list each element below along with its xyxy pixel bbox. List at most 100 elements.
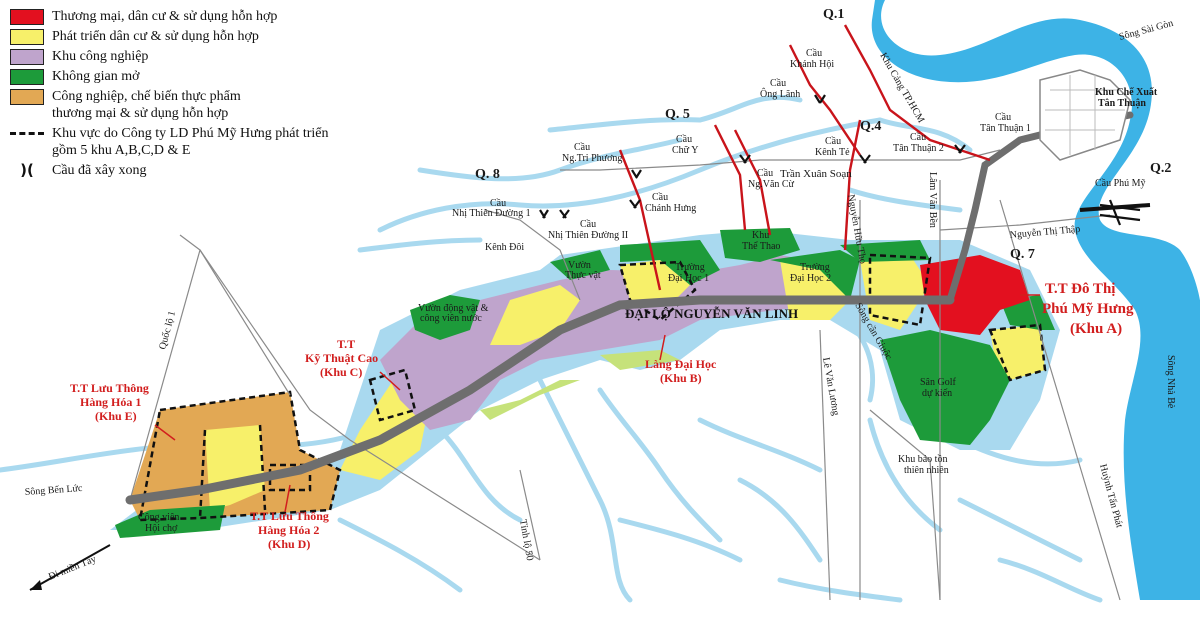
bridge-tan-thuan-1-a: Cầu — [995, 112, 1011, 123]
zone-park-west — [115, 505, 225, 538]
phu-my-bridge — [1079, 203, 1151, 212]
bridge-khanh-hoi-2: Khánh Hội — [790, 59, 834, 70]
bridge-khanh-hoi-1: Cầu — [806, 48, 822, 59]
svg-text:(Khu E): (Khu E) — [95, 409, 137, 423]
district-q2: Q.2 — [1150, 161, 1171, 176]
label-cong-vien-1: Công viên — [138, 512, 179, 523]
label-khu-che-xuat-2: Tân Thuận — [1098, 98, 1146, 109]
label-vuon-dong-vat-1: Vườn động vật & — [418, 303, 489, 314]
legend-swatch-yellow — [10, 29, 44, 45]
label-kenh-doi: Kênh Đôi — [485, 242, 524, 253]
label-truong-dh1-2: Đại Học 1 — [668, 273, 709, 284]
label-khu-the-thao-2: Thể Thao — [742, 241, 780, 252]
bridge-nvc-1: Cầu — [757, 168, 773, 179]
label-nguyen-thi-thap: Nguyễn Thị Thập — [1009, 224, 1080, 241]
bridge-ntd2-1: Cầu — [580, 219, 596, 230]
district-q8: Q. 8 — [475, 167, 500, 182]
svg-text:(Khu A): (Khu A) — [1070, 321, 1122, 337]
legend-swatch-red — [10, 9, 44, 25]
label-san-golf-1: Sân Golf — [920, 377, 957, 388]
svg-text:Phú Mỹ Hưng: Phú Mỹ Hưng — [1042, 301, 1134, 317]
label-song-nha-be: Sông Nhà Bè — [1165, 355, 1176, 409]
label-song-ben-luc: Sông Bến Lức — [24, 483, 83, 498]
zone-open-space — [410, 295, 480, 340]
district-q1: Q.1 — [823, 7, 844, 22]
zone-commercial — [920, 255, 1030, 335]
saigon-river — [871, 0, 1200, 600]
district-q7: Q. 7 — [1010, 247, 1035, 262]
main-avenue-nguyen-van-linh — [125, 295, 955, 505]
zone-d-label: T.T Lưu Thông Hàng Hóa 2 (Khu D) — [250, 509, 329, 551]
bridge-nvc-2: Ng.Văn Cừ — [748, 179, 795, 190]
label-khu-che-xuat-1: Khu Chế Xuất — [1095, 87, 1158, 98]
label-di-mien-tay: Đi miền Tây — [47, 554, 98, 583]
svg-text:Làng Đại Học: Làng Đại Học — [645, 357, 717, 371]
legend-item-bridge: )( Cầu đã xây xong — [10, 162, 410, 179]
legend-swatch-purple — [10, 49, 44, 65]
zone-c-label: T.T Kỹ Thuật Cao (Khu C) — [305, 337, 378, 379]
label-vuon-thuc-vat-1: Vườn — [568, 260, 591, 271]
bridge-tan-thuan-2-b: Tân Thuận 2 — [893, 143, 944, 154]
label-song-sai-gon: Sông Sài Gòn — [1118, 18, 1175, 43]
label-cong-vien-2: Hội chợ — [145, 523, 178, 534]
canals — [0, 94, 1103, 603]
zone-pointers — [154, 294, 1040, 513]
svg-text:T.T Lưu Thông: T.T Lưu Thông — [250, 509, 329, 523]
zone-b-label: Làng Đại Học (Khu B) — [645, 357, 717, 385]
bridge-icon: )( — [20, 161, 34, 179]
label-khu-the-thao-1: Khu — [752, 230, 769, 241]
label-truong-dh2-1: Trường — [800, 262, 830, 273]
bridge-chu-y-2: Chữ Y — [672, 145, 698, 156]
legend-item-food-industry: Công nghiệp, chế biến thực phẩm thương m… — [10, 88, 410, 122]
district-q5: Q. 5 — [665, 107, 690, 122]
label-vuon-thuc-vat-2: Thực vật — [565, 270, 601, 281]
bridge-tan-thuan-2-a: Cầu — [910, 132, 926, 143]
bridge-kenh-te-2: Kênh Tẻ — [815, 147, 850, 158]
label-san-golf-2: dự kiến — [922, 388, 952, 399]
legend-swatch-green — [10, 69, 44, 85]
label-khu-bao-ton-2: thiên nhiên — [904, 465, 949, 476]
bridge-chanh-hung-1: Cầu — [652, 192, 668, 203]
bridge-ntd1-1: Cầu — [490, 198, 506, 209]
legend-dashed-line — [10, 125, 44, 141]
zone-e-label: T.T Lưu Thông Hàng Hóa 1 (Khu E) — [70, 381, 149, 423]
svg-text:T.T Đô Thị: T.T Đô Thị — [1045, 281, 1115, 297]
district-q4: Q.4 — [860, 119, 881, 134]
svg-text:T.T: T.T — [337, 337, 355, 351]
svg-text:(Khu C): (Khu C) — [320, 365, 362, 379]
bridge-ntd1-2: Nhị Thiên Đường 1 — [452, 208, 531, 219]
arrow-mien-tay — [29, 544, 111, 591]
legend-item-open-space: Không gian mở — [10, 68, 410, 85]
zone-a-label: T.T Đô Thị Phú Mỹ Hưng (Khu A) — [1042, 281, 1134, 337]
legend-item-commercial: Thương mại, dân cư & sử dụng hỗn hợp — [10, 8, 410, 25]
label-truong-dh2-2: Đại Học 2 — [790, 273, 831, 284]
legend-item-residential: Phát triển dân cư & sử dụng hỗn hợp — [10, 28, 410, 45]
bridge-ong-lanh-1: Cầu — [770, 78, 786, 89]
roads — [129, 149, 1121, 601]
bridge-phu-my: Cầu Phú Mỹ — [1095, 178, 1146, 189]
map-legend: Thương mại, dân cư & sử dụng hỗn hợp Phá… — [10, 8, 410, 182]
red-roads — [618, 24, 991, 291]
legend-item-dashed-area: Khu vực do Công ty LD Phú Mỹ Hưng phát t… — [10, 125, 410, 159]
legend-swatch-orange — [10, 89, 44, 105]
label-lam-van-ben: Lâm Văn Bền — [927, 172, 938, 228]
label-vuon-dong-vat-2: công viên nước — [420, 313, 482, 324]
bridge-ntd2-2: Nhị Thiên Đường II — [548, 230, 628, 241]
bridge-chu-y-1: Cầu — [676, 134, 692, 145]
bridge-tan-thuan-1-b: Tân Thuận 1 — [980, 123, 1031, 134]
arrow-head — [30, 580, 42, 590]
svg-text:Hàng Hóa 1: Hàng Hóa 1 — [80, 395, 141, 409]
rivers — [0, 0, 1200, 603]
legend-item-industrial: Khu công nghiệp — [10, 48, 410, 65]
bridge-tri-phuong-2: Ng.Tri Phương — [562, 153, 622, 164]
label-tran-xuan-soan: Trần Xuân Soạn — [780, 168, 852, 180]
label-truong-dh1-1: Trường — [675, 262, 705, 273]
svg-text:(Khu D): (Khu D) — [268, 537, 310, 551]
bridge-ong-lanh-2: Ông Lãnh — [760, 88, 800, 100]
svg-text:Hàng Hóa 2: Hàng Hóa 2 — [258, 523, 319, 537]
svg-text:T.T Lưu Thông: T.T Lưu Thông — [70, 381, 149, 395]
bridge-tri-phuong-1: Cầu — [574, 142, 590, 153]
export-zone-grid — [1045, 75, 1125, 155]
bridge-chanh-hung-2: Chánh Hưng — [645, 203, 696, 214]
